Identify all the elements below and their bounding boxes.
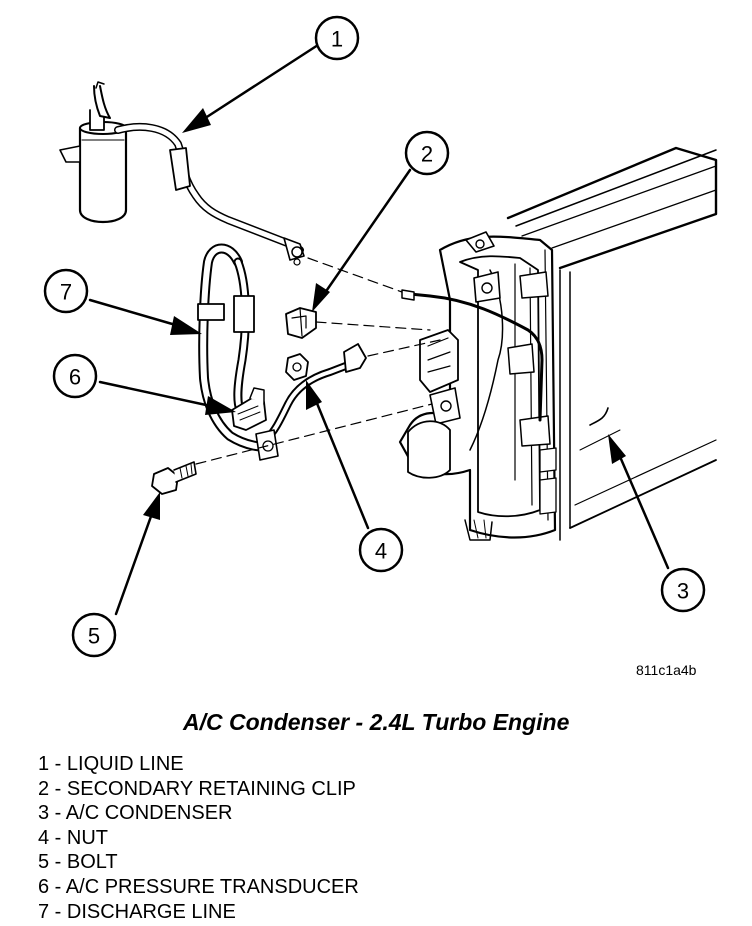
callout-circle-3 bbox=[660, 567, 706, 613]
legend-list: 1 - LIQUID LINE 2 - SECONDARY RETAINING … bbox=[38, 752, 359, 924]
legend-item: 3 - A/C CONDENSER bbox=[38, 802, 233, 825]
liquid-line bbox=[59, 81, 305, 266]
secondary-retaining-clip bbox=[285, 307, 317, 339]
ac-pressure-transducer bbox=[231, 387, 267, 431]
callout-number-7: 7 bbox=[60, 280, 72, 305]
legend-item: 6 - A/C PRESSURE TRANSDUCER bbox=[38, 875, 359, 898]
callout-circle-1 bbox=[314, 15, 360, 61]
callout-number-6: 6 bbox=[69, 365, 81, 390]
callout-number-3: 3 bbox=[677, 579, 689, 604]
callout-circle-2 bbox=[404, 130, 450, 176]
callout-circle-4 bbox=[358, 527, 404, 573]
bolt bbox=[151, 461, 197, 495]
assembly-guide-lines bbox=[195, 257, 441, 465]
discharge-line bbox=[197, 243, 367, 461]
callout-circle-7 bbox=[43, 268, 89, 314]
callout-circle-6 bbox=[52, 353, 98, 399]
callout-number-4: 4 bbox=[375, 539, 387, 564]
leader-arrows bbox=[88, 43, 670, 616]
callout-number-5: 5 bbox=[88, 624, 100, 649]
legend-item: 5 - BOLT bbox=[38, 851, 118, 874]
legend-item: 2 - SECONDARY RETAINING CLIP bbox=[38, 777, 356, 800]
figure-reference-code: 811c1a4b bbox=[636, 662, 697, 678]
callout-number-1: 1 bbox=[331, 27, 343, 52]
figure-title: A/C Condenser - 2.4L Turbo Engine bbox=[183, 709, 570, 735]
ac-condenser-illustration: 1 2 3 4 5 6 7 bbox=[43, 15, 718, 658]
legend-item: 7 - DISCHARGE LINE bbox=[38, 900, 236, 923]
callout-circle-5 bbox=[71, 612, 117, 658]
callout-number-2: 2 bbox=[421, 142, 433, 167]
ac-condenser bbox=[398, 146, 718, 541]
legend-item: 1 - LIQUID LINE bbox=[38, 753, 184, 775]
legend-item: 4 - NUT bbox=[38, 826, 108, 849]
